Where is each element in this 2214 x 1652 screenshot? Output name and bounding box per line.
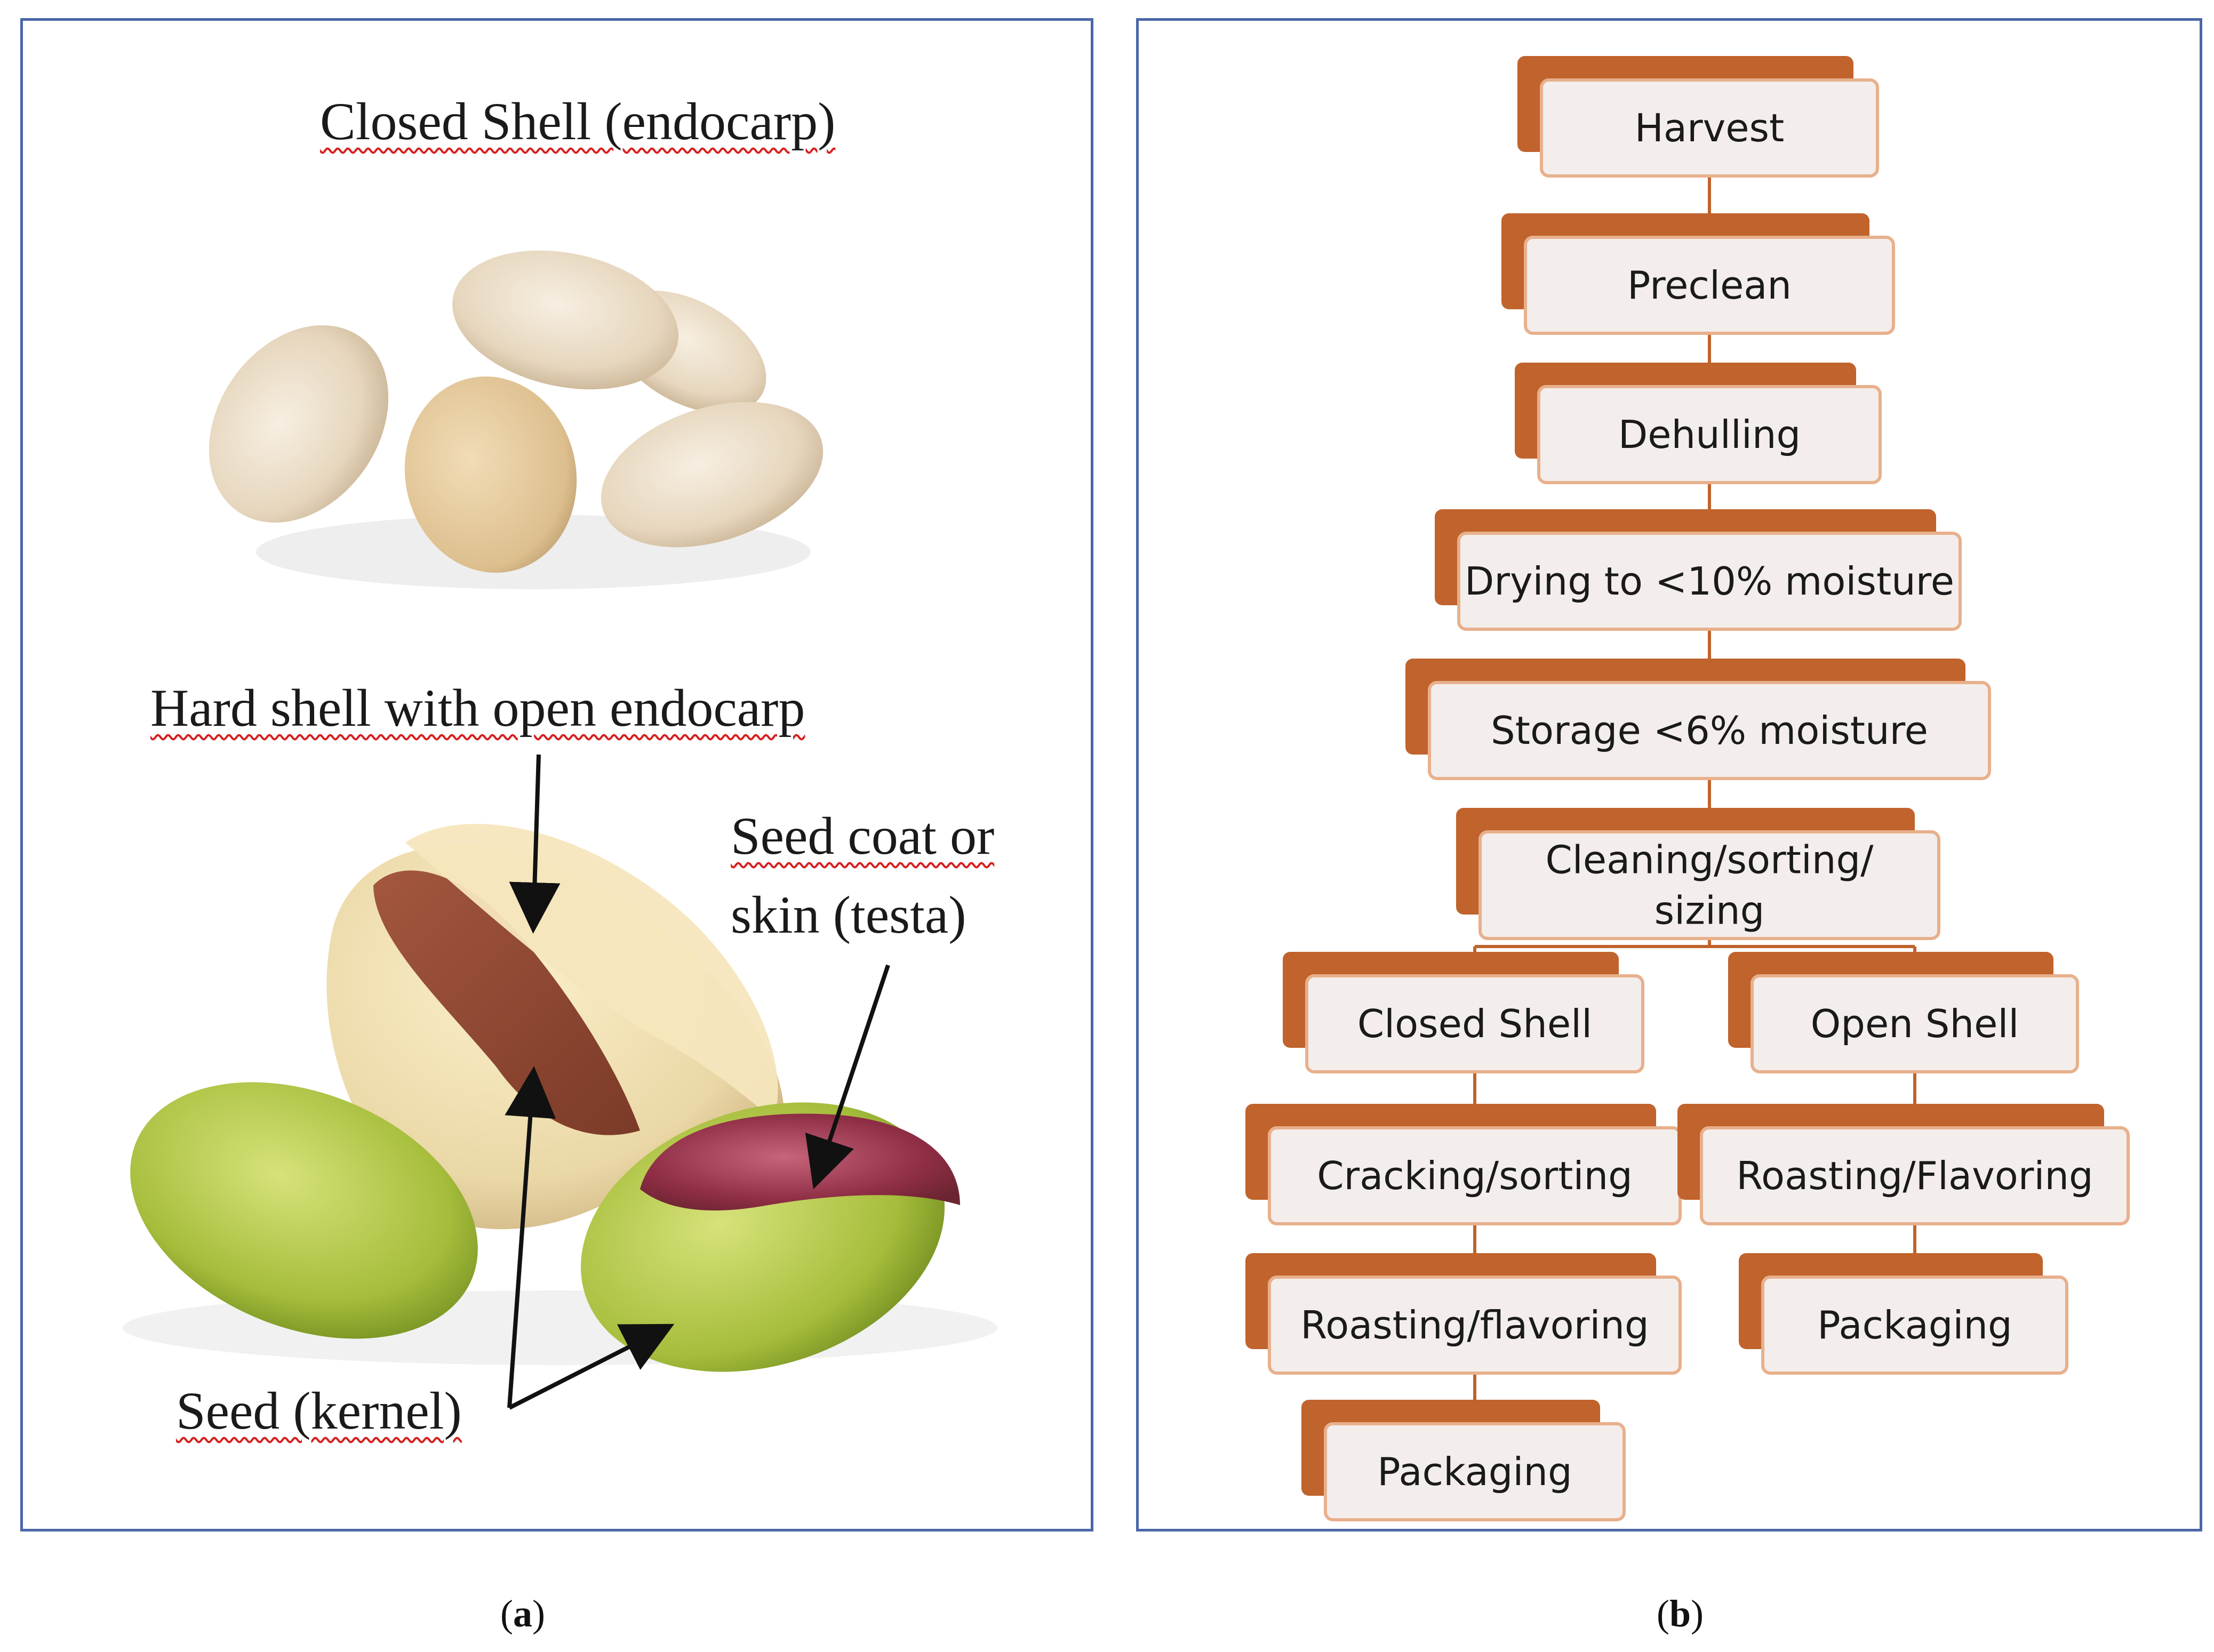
flow-box-label: Packaging (1817, 1303, 2012, 1348)
flow-box-body (1478, 830, 1940, 940)
flow-box-label: Preclean (1627, 263, 1792, 308)
closed-shell-branch-step-3: Roasting/flavoring (1245, 1253, 1682, 1375)
flow-box-body (1324, 1422, 1626, 1521)
caption-b: (b) (1656, 1592, 1704, 1635)
open-shell-branch-step-1: Open Shell (1728, 952, 2079, 1073)
flow-box-label: sizing (1654, 888, 1765, 933)
seed-kernel-label: Seed (kernel) (176, 1381, 462, 1440)
flow-box-label: Storage <6% moisture (1491, 708, 1928, 753)
flow-box-body (1537, 385, 1882, 484)
flow-box-label: Harvest (1635, 106, 1785, 150)
green-kernel (130, 1082, 478, 1339)
flow-box-label: Cracking/sorting (1317, 1153, 1633, 1198)
flow-box-body (1268, 1276, 1682, 1375)
flow-box-label: Roasting/flavoring (1300, 1303, 1649, 1348)
flow-step-3: Dehulling (1515, 363, 1882, 484)
flow-box-body (1751, 974, 2079, 1073)
flow-step-1: Harvest (1517, 56, 1879, 178)
flow-step-2: Preclean (1501, 213, 1895, 335)
flow-box-label: Closed Shell (1357, 1001, 1592, 1046)
flow-step-5: Storage <6% moisture (1405, 659, 1991, 780)
seed-kernel-arrow-right (508, 1324, 675, 1410)
closed-shell-label: Closed Shell (endocarp) (320, 92, 836, 151)
flow-box-label: Open Shell (1811, 1001, 2019, 1046)
flow-box-body (1428, 681, 1991, 780)
seed-coat-label-line2: skin (testa) (731, 885, 966, 944)
flow-box-body (1700, 1126, 2130, 1225)
caption-a: (a) (500, 1592, 545, 1635)
seed-coat-label-line1: Seed coat or (731, 806, 995, 865)
flow-box-label: Dehulling (1618, 412, 1801, 457)
hard-shell-arrow (509, 754, 561, 934)
closed-shell-branch-step-1: Closed Shell (1283, 952, 1644, 1073)
flow-box-body (1524, 236, 1895, 335)
flow-box-label: Drying to <10% moisture (1465, 559, 1954, 604)
flow-box-label: Roasting/Flavoring (1736, 1153, 2093, 1198)
flow-box-label: Cleaning/sorting/ (1546, 838, 1874, 883)
closed-shell-branch-step-4: Packaging (1301, 1400, 1626, 1521)
seed-coat-arrow (805, 964, 890, 1190)
closed-shell-branch-step-2: Cracking/sorting (1245, 1104, 1682, 1225)
flow-step-6: Cleaning/sorting/sizing (1456, 808, 1940, 940)
flow-box-label: Packaging (1377, 1449, 1572, 1494)
flow-step-4: Drying to <10% moisture (1435, 509, 1962, 631)
flow-box-body (1540, 78, 1879, 178)
open-shell-branch-step-3: Packaging (1739, 1253, 2068, 1375)
closed-shell-nuts (209, 250, 824, 589)
annotation-arrows (505, 754, 890, 1410)
seed-kernel-arrow-up (505, 1066, 556, 1408)
open-shell-branch-step-2: Roasting/Flavoring (1677, 1104, 2130, 1225)
hard-shell-label: Hard shell with open endocarp (150, 678, 805, 737)
flow-box-body (1761, 1276, 2068, 1375)
flow-box-body (1457, 532, 1962, 631)
flow-box-body (1305, 974, 1644, 1073)
